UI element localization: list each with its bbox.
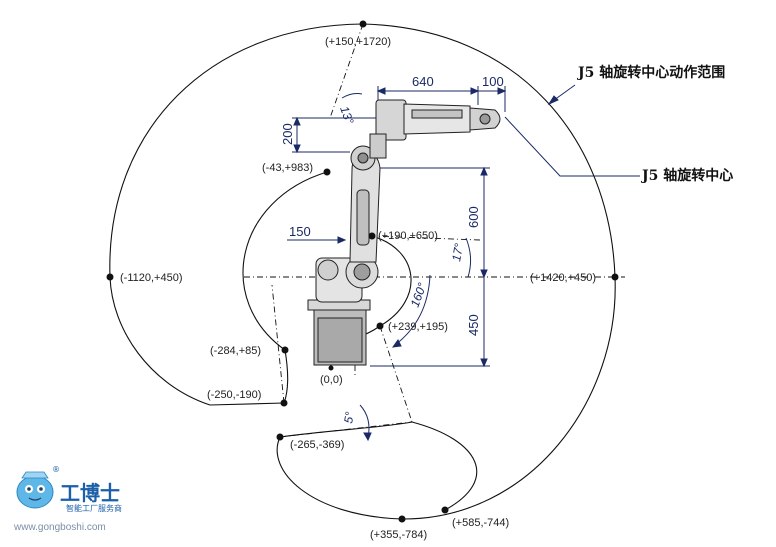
label-239-195: (+239,+195)	[388, 321, 448, 333]
point-minus284-85	[281, 346, 289, 354]
label-minus284-85: (-284,+85)	[210, 345, 261, 357]
inner-arc-left	[242, 171, 328, 404]
label-585-minus744: (+585,-744)	[452, 517, 509, 529]
dim-label-450: 450	[466, 314, 481, 336]
point-top	[359, 20, 367, 28]
robot-j5-center	[479, 113, 491, 125]
mascot-icon	[16, 471, 54, 509]
dimension-labels: 640 100 200 150 600 450	[280, 74, 504, 336]
label-355-minus784: (+355,-784)	[370, 529, 427, 541]
angle-arc-17	[465, 237, 472, 278]
point-origin	[328, 365, 334, 371]
dim-label-640: 640	[412, 74, 434, 89]
dim-640-arrow-l	[376, 87, 386, 95]
angle-label-17: 17°	[449, 242, 466, 262]
label-minus1120-450: (-1120,+450)	[120, 272, 182, 284]
robot-j1-motor	[317, 259, 339, 281]
j3-swing-line	[369, 235, 481, 241]
dim-200-arrow-t	[293, 116, 301, 126]
angle-label-13: 13°	[337, 104, 356, 126]
robot-upper-arm	[403, 103, 471, 135]
robot-illustration	[307, 99, 501, 366]
dim-640-arrow-r	[470, 87, 480, 95]
outer-arc-right	[276, 23, 616, 520]
label-minus250-minus190: (-250,-190)	[207, 389, 261, 401]
point-1420-450	[611, 273, 619, 281]
label-origin: (0,0)	[320, 374, 343, 386]
robot-elbow-link	[369, 133, 387, 159]
dim-200-arrow-b	[293, 144, 301, 154]
watermark-logo: ® 工博士 智能工厂服务商 www.gongboshi.com	[13, 465, 122, 533]
robot-forearm-detail	[411, 109, 463, 119]
dim-100-arrow-r	[497, 87, 507, 95]
angle-label-5: 5°	[341, 411, 357, 425]
watermark-subtitle: 智能工厂服务商	[66, 503, 122, 513]
dim-label-600: 600	[466, 206, 481, 228]
work-envelope-outline	[109, 23, 616, 520]
dim-600-arrow-t	[480, 166, 488, 176]
callout-leaders	[504, 84, 640, 177]
callout-j5-range: J5 轴旋转中心动作范围	[576, 64, 725, 81]
angle-arrow-160	[391, 339, 402, 348]
robot-j2-joint-inner	[353, 263, 371, 281]
point-minus1120-450	[106, 273, 114, 281]
j3-lower-line	[379, 325, 413, 423]
dim-label-100: 100	[482, 74, 504, 89]
point-labels: (+150,+1720) (-43,+983) (+190,+650) (-11…	[120, 36, 596, 541]
label-minus43-983: (-43,+983)	[262, 162, 313, 174]
point-minus43-983	[323, 168, 331, 176]
upper-arm-line	[329, 23, 364, 119]
label-top: (+150,+1720)	[325, 36, 391, 48]
callout-j5-center: J5 轴旋转中心	[640, 167, 733, 184]
watermark-url: www.gongboshi.com	[13, 522, 106, 533]
leader-range-arrow	[547, 95, 559, 106]
point-239-195	[376, 322, 384, 330]
leader-center	[504, 116, 640, 177]
dim-150-arrow-r	[337, 236, 347, 244]
label-minus265-minus369: (-265,-369)	[290, 439, 344, 451]
point-minus265-minus369	[276, 433, 284, 441]
point-585-minus744	[441, 506, 449, 514]
robot-j3-joint-inner	[357, 152, 369, 164]
watermark-title: 工博士	[60, 481, 120, 505]
angle-arc-160	[394, 274, 431, 346]
watermark-registered: ®	[52, 465, 60, 474]
dim-label-200: 200	[280, 123, 295, 145]
outer-arc-left	[109, 23, 364, 406]
label-1420-450: (+1420,+450)	[530, 272, 596, 284]
robot-base-lower	[317, 317, 363, 363]
dim-450-arrow-b	[480, 358, 488, 368]
robot-lower-arm-detail	[356, 189, 370, 246]
angle-arrow-5	[363, 432, 372, 442]
dim-600-arrow-b	[480, 269, 488, 279]
lower-limit-line	[279, 421, 413, 438]
lower-right-lobe	[411, 421, 478, 511]
dimension-lines	[287, 86, 507, 442]
angle-arc-13	[341, 93, 363, 99]
point-minus250-minus190	[280, 399, 288, 407]
point-355-minus784	[398, 515, 406, 523]
dim-label-150: 150	[289, 224, 311, 239]
key-points	[106, 20, 619, 523]
point-190-650	[368, 232, 376, 240]
label-190-650: (+190,+650)	[378, 230, 438, 242]
